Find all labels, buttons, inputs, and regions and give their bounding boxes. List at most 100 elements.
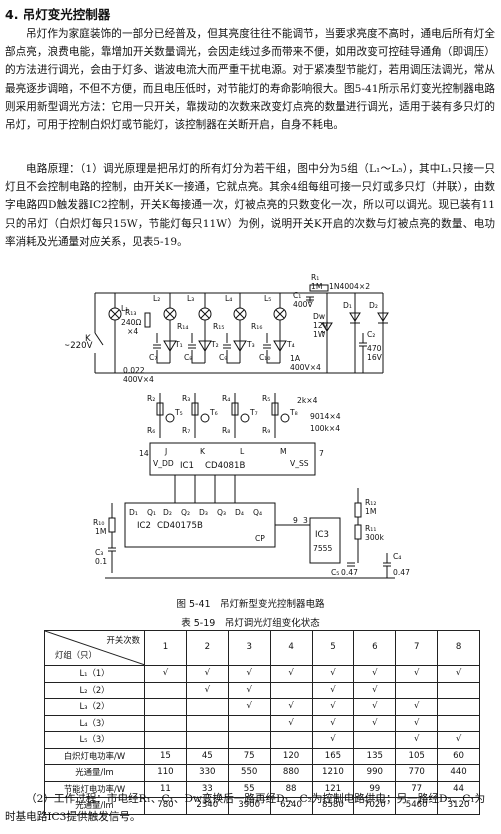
table-cell: [227, 714, 271, 732]
r11-value: 300k: [365, 533, 384, 542]
table-row: L₃（2）√√√√√: [44, 698, 480, 716]
column-header: 3: [227, 630, 271, 666]
table-cell: √: [185, 681, 229, 699]
principle-paragraph-text: 电路原理：（1）调光原理是把吊灯的所有灯分为若干组，图中分为5组（L₁～L₅），…: [5, 163, 495, 248]
table-cell: √: [353, 665, 397, 683]
table-cell: [144, 731, 187, 749]
dw-voltage: 12V: [313, 321, 329, 330]
c3-value: 0.1: [95, 557, 107, 566]
t7-label: T₇: [249, 408, 258, 417]
r2-label: R₂: [147, 394, 155, 403]
row-label: 白炽灯电功率/W: [44, 747, 145, 765]
c2-value: 470: [367, 344, 382, 353]
row-label: L₃（2）: [44, 698, 145, 716]
lamp-l2-label: L₂: [153, 294, 160, 303]
table-row: L₅（3）√√√: [44, 731, 480, 749]
table-cell: 135: [353, 747, 397, 765]
figure-caption: 图 5-41 吊灯新型变光控制器电路: [176, 599, 325, 610]
triac-current: 1A: [290, 354, 301, 363]
column-header: 5: [311, 630, 355, 666]
ic3-pin9: 9: [293, 516, 298, 525]
lamp-l3-label: L₃: [187, 294, 194, 303]
r6-value: 100k×4: [310, 424, 340, 433]
row-label: L₁（1）: [44, 665, 145, 683]
table-cell: [144, 714, 187, 732]
table-cell: √: [227, 681, 271, 699]
table-caption: 表 5-19 吊灯调光灯组变化状态: [181, 618, 320, 629]
row-label: L₂（2）: [44, 681, 145, 699]
table-cell: √: [437, 665, 480, 683]
ic1-label: IC1: [180, 461, 194, 471]
table-cell: [395, 681, 439, 699]
table-cell: [185, 731, 229, 749]
ic3-label: IC3: [315, 530, 329, 540]
r13-value: 240Ω: [121, 318, 141, 327]
triac-t4-label: T₄: [286, 340, 295, 349]
ic3-type: 7555: [313, 544, 332, 553]
triac-t2-label: T₂: [210, 340, 219, 349]
r12-value: 1M: [365, 507, 376, 516]
table-cell: [437, 698, 480, 716]
t8-label: T₈: [289, 408, 298, 417]
table-cell: √: [395, 698, 439, 716]
ic1-pin7: 7: [319, 449, 324, 458]
table-cell: 110: [144, 764, 187, 782]
r1-value: 1M: [311, 282, 322, 291]
r8-label: R₈: [222, 426, 230, 435]
table-cell: √: [311, 681, 355, 699]
table-cell: [269, 681, 313, 699]
circuit-diagram: K ~220V L₁ L₂ L₃ L₄ L₅ R₁₃ 240Ω ×4 R₁₄ R…: [65, 273, 410, 579]
table-cell: [437, 714, 480, 732]
triac-t1-label: T₁: [174, 340, 183, 349]
table-cell: 15: [144, 747, 187, 765]
ic1-vdd: V_DD: [153, 459, 174, 468]
r16-label: R₁₆: [251, 322, 262, 331]
table-cell: √: [269, 665, 313, 683]
ic3-pin3: 3: [303, 516, 308, 525]
process-paragraph-text: （2）工作过程：市电经R₁、C₁、Dw变换后一路再经D₁、C₂为控制电路供电；另…: [5, 793, 486, 824]
c4-value: 0.47: [393, 568, 410, 577]
table-cell: 7020: [353, 797, 397, 815]
table-cell: √: [269, 698, 313, 716]
r13-count: ×4: [127, 327, 138, 336]
triac-t3-label: T₃: [246, 340, 255, 349]
table-cell: √: [353, 681, 397, 699]
c1-voltage: 400V: [293, 300, 313, 309]
ic2-pin-q1: Q₁: [147, 508, 156, 517]
diagonal-line: [45, 631, 144, 665]
transistor-part-number: 9014×4: [310, 412, 341, 421]
lamp-group-header: 灯组（只）: [55, 649, 97, 660]
table-cell: 60: [437, 747, 480, 765]
table-cell: 165: [311, 747, 355, 765]
r11-label: R₁₁: [365, 524, 376, 533]
table-cell: √: [311, 731, 355, 749]
lamp-l4-label: L₄: [225, 294, 232, 303]
table-cell: √: [227, 698, 271, 716]
table-cell: √: [185, 665, 229, 683]
c4-label: C₄: [393, 552, 401, 561]
table-cell: √: [227, 665, 271, 683]
table-cell: 550: [227, 764, 271, 782]
lamp-l5-label: L₅: [264, 294, 271, 303]
table-cell: [185, 698, 229, 716]
table-cell: √: [353, 698, 397, 716]
principle-paragraph: 电路原理：（1）调光原理是把吊灯的所有灯分为若干组，图中分为5组（L₁～L₅），…: [5, 160, 495, 263]
ic2-pin-q2: Q₂: [181, 508, 190, 517]
r12-label: R₁₂: [365, 498, 376, 507]
column-header: 6: [353, 630, 397, 666]
table-cell: 770: [395, 764, 439, 782]
cap-c10-label: C₁₀: [259, 353, 270, 362]
intro-paragraph: 吊灯作为家庭装饰的一部分已经普及，但其亮度往往不能调节，当要求亮度不高时，通电后…: [5, 25, 495, 160]
table-cell: 330: [185, 764, 229, 782]
section-heading: 4. 吊灯变光控制器: [5, 7, 111, 22]
t5-label: T₅: [174, 408, 183, 417]
c1-label: C₁: [293, 291, 301, 300]
table-cell: √: [437, 731, 480, 749]
ic2-pin-d4: D₄: [235, 508, 244, 517]
column-header: 4: [269, 630, 313, 666]
table-cell: √: [311, 665, 355, 683]
table-cell: √: [311, 714, 355, 732]
